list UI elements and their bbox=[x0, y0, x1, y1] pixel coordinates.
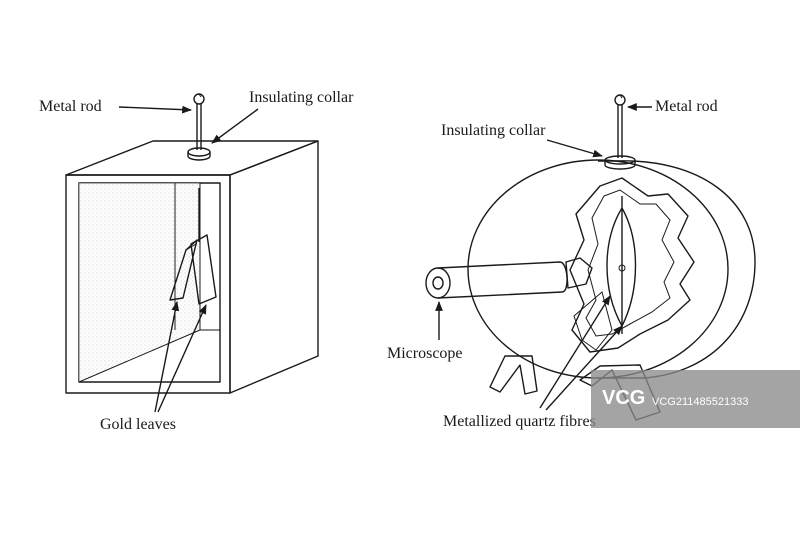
microscope-tube bbox=[437, 261, 568, 299]
arrow-quartz-fibres-2 bbox=[545, 325, 623, 411]
label-metallized-quartz-fibres: Metallized quartz fibres bbox=[443, 413, 596, 430]
label-insulating-collar-right: Insulating collar bbox=[441, 122, 546, 139]
arrow-quartz-fibres-1 bbox=[539, 295, 611, 409]
cutaway-region bbox=[569, 177, 695, 353]
foot-left bbox=[489, 355, 538, 395]
label-metal-rod-left: Metal rod bbox=[39, 98, 102, 115]
cutaway-hatch bbox=[573, 291, 613, 351]
label-insulating-collar-left: Insulating collar bbox=[249, 89, 354, 106]
watermark-id: VCG211485521333 bbox=[652, 396, 748, 408]
box-inner-back bbox=[79, 183, 200, 382]
watermark-logo: VCG bbox=[602, 387, 645, 409]
watermark: VCG VCG211485521333 bbox=[591, 370, 800, 428]
label-gold-leaves: Gold leaves bbox=[100, 416, 176, 433]
label-metal-rod-right: Metal rod bbox=[655, 98, 718, 115]
quartz-fibre-2 bbox=[621, 207, 637, 327]
arrow-insulating-collar-right bbox=[546, 139, 603, 158]
gold-leaf-2 bbox=[190, 234, 217, 305]
arrow-gold-leaves-1 bbox=[154, 301, 180, 413]
box-right-face bbox=[229, 140, 319, 394]
label-microscope: Microscope bbox=[387, 345, 463, 362]
box-front-frame bbox=[65, 174, 231, 394]
microscope-inner-tip bbox=[565, 257, 593, 289]
watermark-logo-box bbox=[591, 370, 800, 428]
gold-leaf-1 bbox=[169, 239, 198, 301]
arrow-gold-leaves-2 bbox=[157, 304, 207, 413]
rod-knob-left bbox=[193, 93, 205, 105]
rod-knob-right bbox=[614, 94, 626, 106]
gold-leaf-electroscope: Metal rod Insulating collar Gold leaves bbox=[39, 89, 354, 433]
quartz-fibre-1 bbox=[606, 207, 623, 327]
box-top-face bbox=[65, 140, 319, 176]
microscope-eyepiece bbox=[425, 267, 451, 299]
arrow-metal-rod-left bbox=[118, 105, 192, 114]
arrow-insulating-collar-left bbox=[211, 108, 259, 144]
cylinder-body bbox=[598, 160, 756, 379]
insulating-collar-left bbox=[187, 147, 211, 157]
